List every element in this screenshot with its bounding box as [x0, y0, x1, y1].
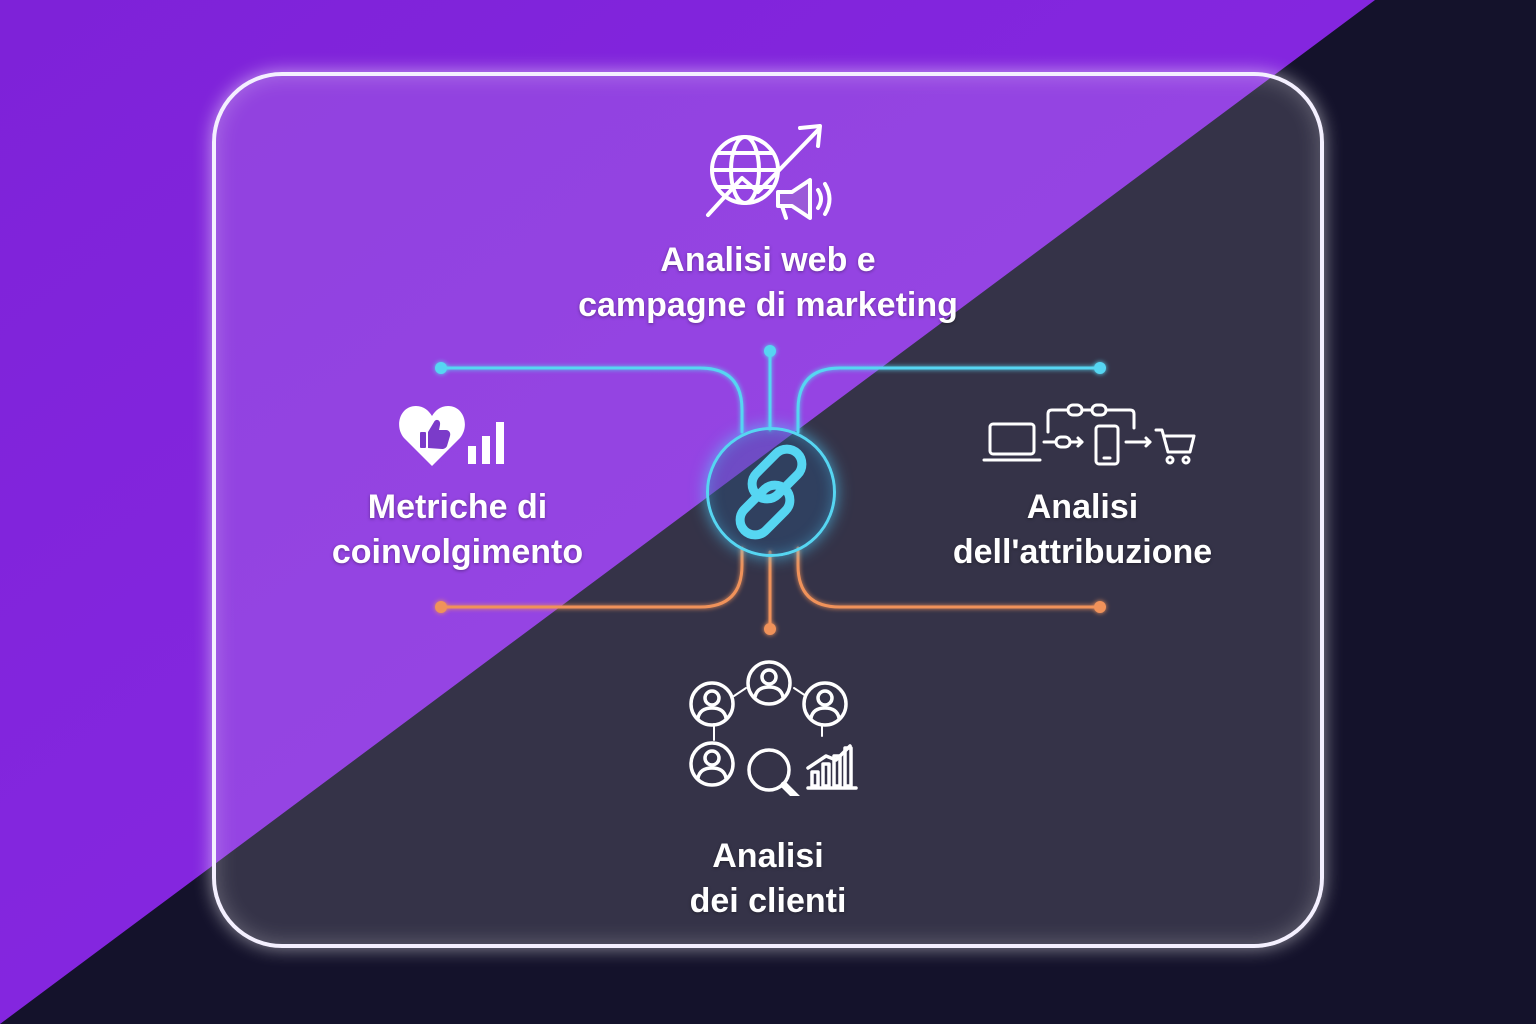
node-label-line: Metriche di [367, 488, 548, 526]
purple-diagonal-panel [0, 0, 1375, 1024]
node-label-line: dei clienti [689, 882, 847, 920]
chain-link-icon [735, 444, 807, 540]
connector-dot [764, 345, 776, 357]
node-label-line: Analisi [712, 837, 824, 875]
connector-top-right [796, 366, 1102, 434]
node-label-attribution: Analisi dell'attribuzione [930, 485, 1235, 575]
hub-circle [706, 427, 836, 557]
connector-dot [435, 601, 447, 613]
connector-bottom-right [796, 546, 1102, 609]
node-label-line: Analisi web e [660, 241, 876, 279]
globe-growth-megaphone-icon [706, 124, 832, 220]
node-label-line: dell'attribuzione [952, 533, 1213, 571]
node-label-line: Analisi [1026, 488, 1139, 526]
node-label-customers: Analisi dei clienti [640, 834, 896, 924]
node-label-web-marketing: Analisi web e campagne di marketing [520, 238, 1016, 328]
node-label-line: coinvolgimento [331, 533, 584, 571]
connector-dot [1094, 601, 1106, 613]
node-label-engagement: Metriche di coinvolgimento [300, 485, 615, 575]
connector-bottom-left [439, 546, 744, 609]
connector-dot [1094, 362, 1106, 374]
laptop-phone-cart-chain-icon [982, 403, 1196, 466]
connector-dot [435, 362, 447, 374]
heart-like-bar-chart-icon [399, 406, 504, 466]
node-label-line: campagne di marketing [578, 286, 958, 324]
connector-top-left [439, 366, 744, 434]
customers-search-chart-icon [689, 660, 858, 796]
connector-dot [764, 623, 776, 635]
